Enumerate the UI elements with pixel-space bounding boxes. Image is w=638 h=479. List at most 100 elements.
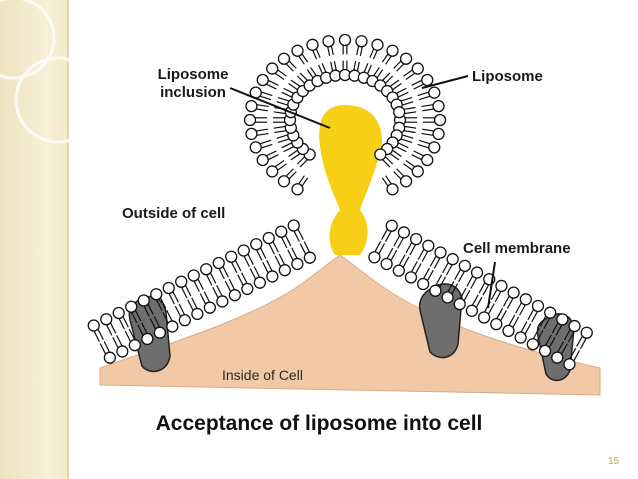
phospholipid [174,303,191,327]
phospholipid [355,35,368,56]
phospholipid [212,256,229,280]
phospholipid [380,247,398,271]
phospholipid [442,253,459,276]
phospholipid [429,274,446,297]
phospholipid [563,348,581,371]
phospholipid [368,241,386,264]
phospholipid [256,73,279,90]
phospholipid [411,73,434,90]
phospholipid [539,306,557,329]
phospholipid [551,313,569,336]
phospholipid [527,299,545,323]
phospholipid [329,60,342,82]
pointer-liposome [421,75,469,89]
decorative-side-band [0,0,68,479]
phospholipid [212,284,229,308]
phospholipid [393,168,413,188]
phospholipid [150,288,167,311]
cytoplasm-region [99,254,601,396]
phospholipid [137,294,154,317]
phospholipid [490,279,508,303]
phospholipid [281,136,304,153]
phospholipid [405,232,423,256]
phospholipid [392,254,410,277]
phospholipid [393,52,413,72]
phospholipid [465,294,483,317]
phospholipid [421,99,445,113]
phospholipid [374,148,394,168]
phospholipid [502,286,520,309]
phospholipid [322,35,335,56]
phospholipid [137,322,154,346]
phospholipid [243,113,267,127]
label-outside-of-cell: Outside of cell [122,205,226,222]
phospholipid [112,334,129,358]
phospholipid [149,316,166,339]
label-liposome-inclusion: Liposome inclusion [148,66,238,102]
phospholipid [87,319,104,342]
pointer-inclusion [229,87,331,129]
phospholipid [250,238,267,261]
phospholipid [515,293,532,316]
decorative-circles [0,0,102,144]
phospholipid [162,281,179,305]
phospholipid [262,231,279,255]
phospholipid [369,38,384,60]
phospholipid [417,86,441,101]
phospholipid [538,334,556,358]
phospholipid [100,313,117,336]
pointer-membrane [487,261,496,309]
phospholipid [245,99,269,113]
phospholipid [125,300,142,324]
phospholipid [421,127,445,141]
phospholipid [423,113,447,127]
phospholipid [249,139,273,154]
phospholipid [287,219,304,242]
phospholipid [477,301,495,324]
label-liposome: Liposome [472,68,543,85]
phospholipid [403,159,424,178]
phospholipid [187,269,204,292]
phospholipid [454,259,472,283]
pointer-lines [229,75,496,309]
phospholipid [381,44,399,65]
phospholipid [417,267,434,291]
phospholipid [291,44,309,65]
phospholipid [411,150,434,167]
phospholipid [124,328,141,352]
phospholipid [390,97,414,111]
phospholipid [576,326,593,349]
phospholipid [249,266,266,289]
liposome-inclusion-content [319,105,382,255]
side-band-divider [67,0,69,479]
phospholipid [466,266,484,289]
phospholipid [526,327,544,351]
phospholipid [224,278,241,302]
slide-caption: Acceptance of liposome into cell [155,412,483,435]
phospholipid [417,239,435,263]
phospholipid [453,287,471,311]
phospholipid [237,244,254,267]
phospholipid [563,319,581,343]
phospholipid [200,263,217,286]
membrane-proteins [128,283,575,382]
label-inside-of-cell: Inside of Cell [222,367,303,383]
phospholipid [417,139,441,154]
phospholipid [404,261,422,284]
phospholipid [199,291,216,314]
phospholipid [393,226,411,249]
phospholipid [112,306,129,330]
phospholipid [256,150,279,167]
phospholipid [225,250,242,274]
phospholipid [187,297,204,321]
phospholipid [99,341,116,364]
phospholipid [502,314,520,337]
phospholipid [277,168,297,188]
phospholipid [429,246,447,269]
phospholipid [275,225,292,249]
phospholipid [338,33,352,55]
phospholipid [266,159,287,178]
phospholipid [490,307,507,331]
